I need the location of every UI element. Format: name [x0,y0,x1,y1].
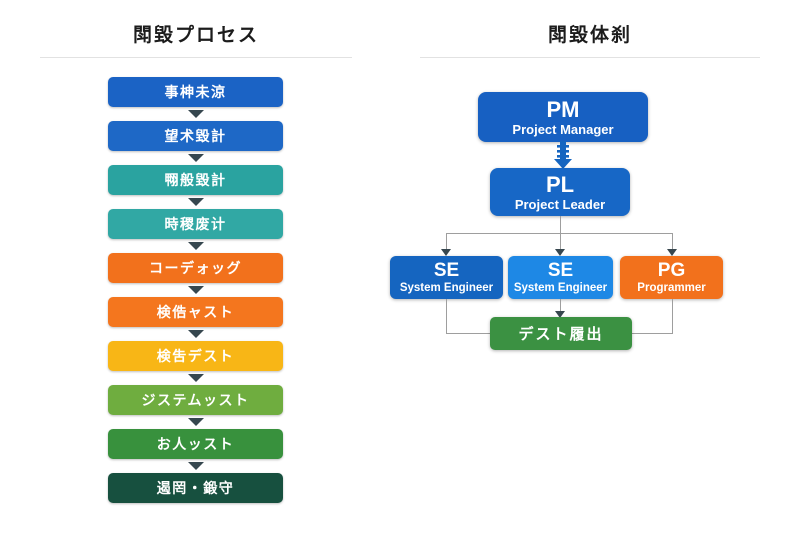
se2-role: System Engineer [513,281,608,294]
pl-abbr: PL [545,171,575,197]
pm-role: Project Manager [512,121,614,137]
connector-line [446,233,672,234]
pg-role: Programmer [637,281,706,294]
process-step: 望术毀計 [108,121,283,151]
left-title-divider [40,57,352,58]
process-step: 翈般毀計 [108,165,283,195]
pm-node: PM Project Manager [478,92,648,142]
process-step: 時稷废计 [108,209,283,239]
down-arrow-icon [555,249,565,256]
down-arrow-icon [667,249,677,256]
connector-line [446,233,447,250]
organization-title: 閗毀体刹 [547,25,632,46]
pg-node: PG Programmer [620,256,723,299]
down-arrow-icon [441,249,451,256]
down-arrow-icon [187,330,204,338]
se1-node: SE System Engineer [390,256,503,299]
process-step: お人ッスト [108,429,283,459]
right-title-divider [420,57,760,58]
test-node: デスト履出 [490,317,632,350]
process-title: 閗毀プロセス [132,25,259,46]
se2-node: SE System Engineer [508,256,613,299]
down-arrow-icon [187,286,204,294]
down-arrow-icon [187,462,204,470]
process-step: 遏罔・鍛守 [108,473,283,503]
pm-abbr: PM [546,96,580,122]
pg-abbr: PG [657,259,686,281]
connector-line [560,299,561,312]
down-arrow-icon [187,154,204,162]
down-arrow-icon [555,311,565,318]
down-arrow-icon [187,374,204,382]
se1-abbr: SE [433,259,460,281]
down-arrow-icon [187,110,204,118]
pl-role: Project Leader [514,196,606,212]
process-step: 検俈ャスト [108,297,283,327]
connector-line [560,216,561,233]
pm-pl-arrow-icon [554,141,572,169]
down-arrow-icon [187,418,204,426]
down-arrow-icon [187,242,204,250]
process-step: 事柛未涼 [108,77,283,107]
process-flow: 事柛未涼 望术毀計 翈般毀計 時稷废计 コーデォッグ 検俈ャスト 検吿デスト ジ… [108,77,283,503]
connector-line [672,299,673,334]
pl-node: PL Project Leader [490,168,630,216]
connector-line [446,333,490,334]
connector-line [632,333,673,334]
connector-line [560,233,561,250]
process-step: コーデォッグ [108,253,283,283]
se1-role: System Engineer [399,281,494,294]
down-arrow-icon [187,198,204,206]
process-step: 検吿デスト [108,341,283,371]
process-step: ジステムッスト [108,385,283,415]
connector-line [672,233,673,250]
se2-abbr: SE [547,259,574,281]
connector-line [446,299,447,334]
